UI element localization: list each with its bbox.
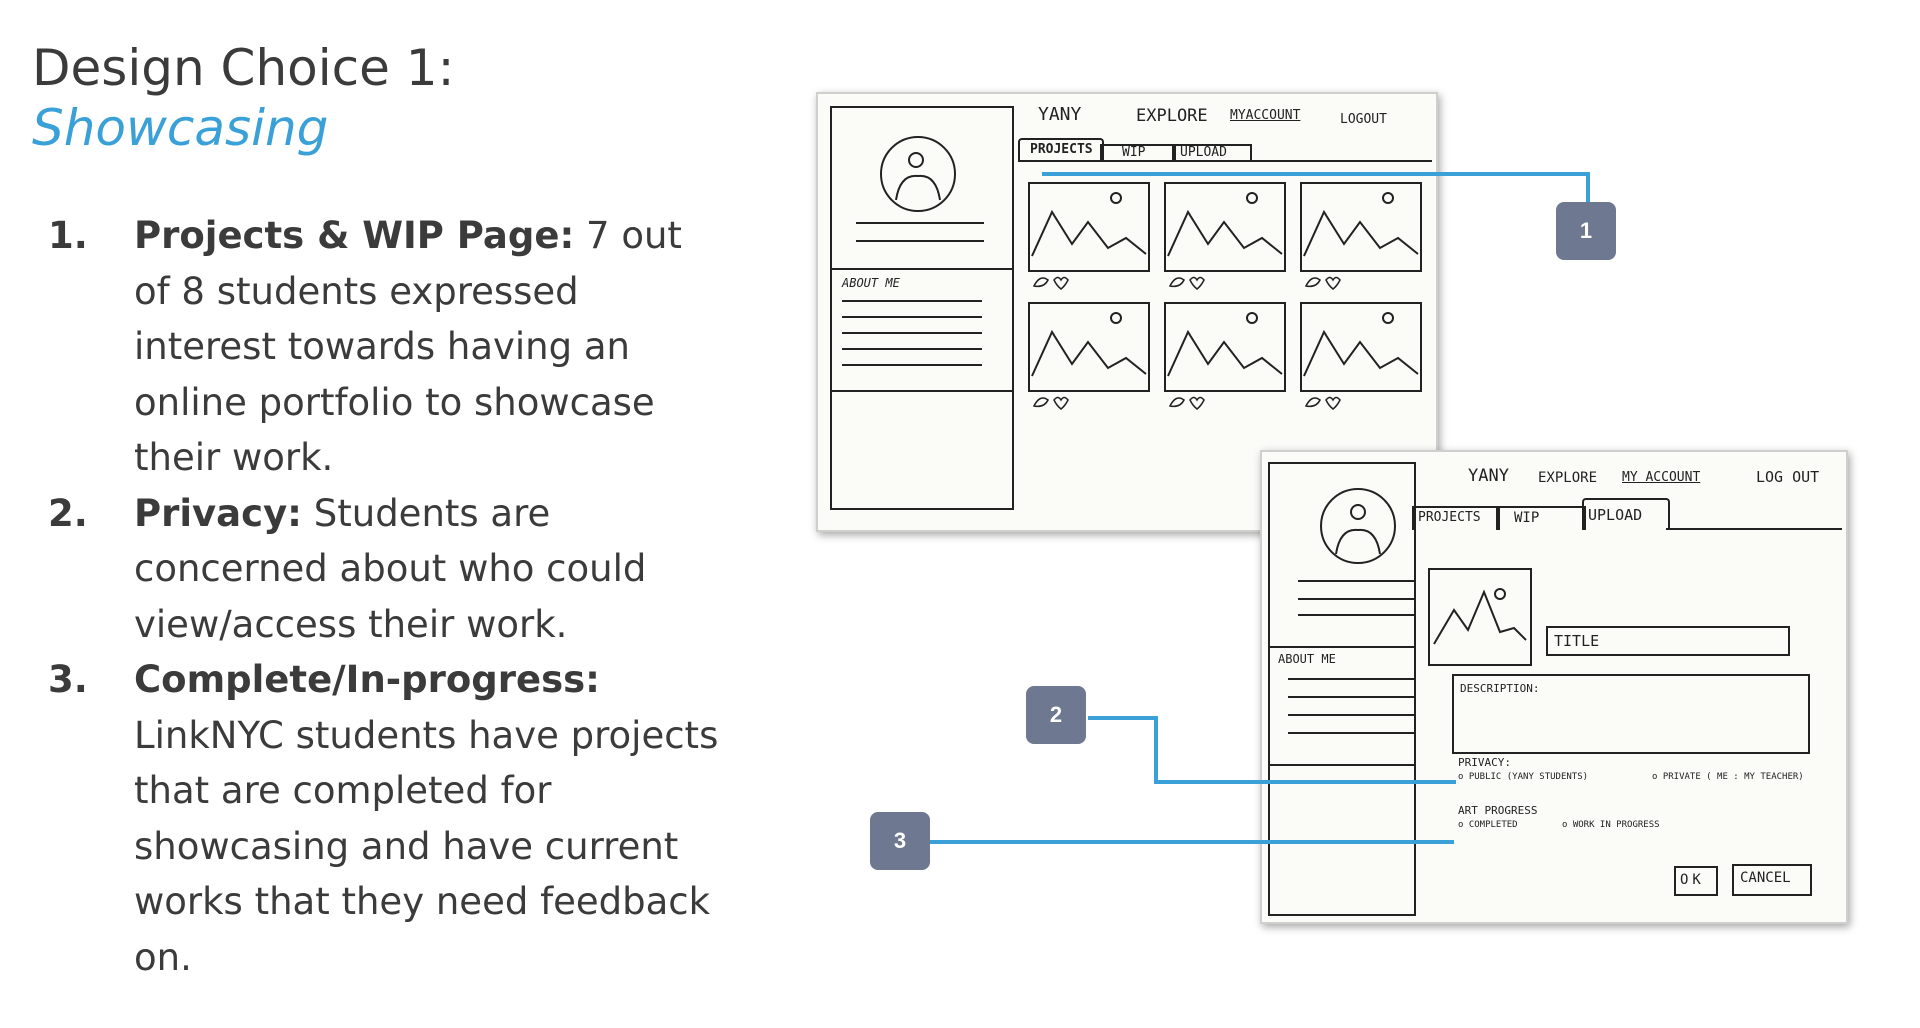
nav-logout: LOGOUT xyxy=(1340,112,1387,127)
callout-badge-2: 2 xyxy=(1026,686,1086,744)
slide-title: Design Choice 1: Showcasing xyxy=(32,38,454,158)
project-thumbnail xyxy=(1300,302,1424,414)
description-field xyxy=(1452,674,1810,754)
finding-item: 1. Projects & WIP Page: 7 out of 8 stude… xyxy=(48,208,728,486)
avatar-icon xyxy=(1320,488,1396,564)
item-text: LinkNYC students have projects that are … xyxy=(134,713,719,979)
privacy-public-option: o PUBLIC (YANY STUDENTS) xyxy=(1458,772,1589,782)
progress-completed-option: o COMPLETED xyxy=(1458,820,1518,830)
profile-sidebar xyxy=(1268,462,1416,916)
callout-badge-1: 1 xyxy=(1556,202,1616,260)
finding-item: 3. Complete/In-progress: LinkNYC student… xyxy=(48,652,728,985)
privacy-private-option: o PRIVATE ( ME : MY TEACHER) xyxy=(1652,772,1804,782)
about-me-label: ABOUT ME xyxy=(842,276,900,290)
project-thumbnail xyxy=(1164,182,1288,294)
about-me-label: ABOUT ME xyxy=(1278,652,1336,666)
tab-upload xyxy=(1172,144,1252,162)
profile-sidebar xyxy=(830,106,1014,510)
privacy-label: PRIVACY: xyxy=(1458,756,1511,769)
art-progress-label: ART PROGRESS xyxy=(1458,804,1538,817)
tab-projects xyxy=(1412,506,1500,530)
nav-yany: YANY xyxy=(1468,466,1509,486)
image-icon xyxy=(1028,302,1150,410)
tab-wip xyxy=(1100,144,1176,162)
progress-wip-option: o WORK IN PROGRESS xyxy=(1562,820,1660,830)
cancel-button xyxy=(1732,864,1812,896)
nav-myaccount: MY ACCOUNT xyxy=(1622,470,1701,485)
project-thumbnail xyxy=(1028,182,1152,294)
tab-upload xyxy=(1582,498,1670,530)
avatar-icon xyxy=(880,136,956,212)
callout-line-2 xyxy=(1088,716,1456,784)
tab-wip xyxy=(1496,506,1586,530)
item-heading: Projects & WIP Page: xyxy=(134,214,575,257)
item-number: 3. xyxy=(48,658,88,701)
ok-button xyxy=(1674,866,1718,896)
nav-explore: EXPLORE xyxy=(1538,470,1598,486)
project-thumbnail xyxy=(1300,182,1424,294)
nav-myaccount: MYACCOUNT xyxy=(1230,108,1301,123)
nav-yany: YANY xyxy=(1038,104,1082,125)
tab-projects xyxy=(1018,138,1104,162)
nav-explore: EXPLORE xyxy=(1136,106,1208,126)
item-heading: Privacy: xyxy=(134,491,302,535)
findings-list: 1. Projects & WIP Page: 7 out of 8 stude… xyxy=(48,208,728,985)
project-thumbnail xyxy=(1164,302,1288,414)
item-number: 2. xyxy=(48,491,88,535)
callout-line-1 xyxy=(1042,172,1590,204)
callout-badge-3: 3 xyxy=(870,812,930,870)
image-icon xyxy=(1300,182,1422,290)
item-heading: Complete/In-progress: xyxy=(134,658,600,701)
project-thumbnail xyxy=(1028,302,1152,414)
image-icon xyxy=(1433,588,1527,645)
nav-logout: LOG OUT xyxy=(1756,468,1820,486)
sketch-upload-page: ABOUT ME YANY EXPLORE MY ACCOUNT LOG OUT… xyxy=(1260,450,1848,924)
image-icon xyxy=(1164,182,1286,290)
sketch-projects-page: ABOUT ME YANY EXPLORE MYACCOUNT LOGOUT P… xyxy=(816,92,1438,532)
title-field xyxy=(1546,626,1790,656)
item-text: 7 out of 8 students expressed interest t… xyxy=(134,214,682,479)
finding-item: 2. Privacy: Students are concerned about… xyxy=(48,486,728,653)
item-text: Students are concerned about who could v… xyxy=(134,491,647,646)
image-icon xyxy=(1028,182,1150,290)
item-number: 1. xyxy=(48,214,88,257)
image-icon xyxy=(1300,302,1422,410)
title-line-1: Design Choice 1: xyxy=(32,39,455,97)
title-line-2: Showcasing xyxy=(32,99,329,157)
image-icon xyxy=(1164,302,1286,410)
upload-image-placeholder xyxy=(1428,568,1532,666)
